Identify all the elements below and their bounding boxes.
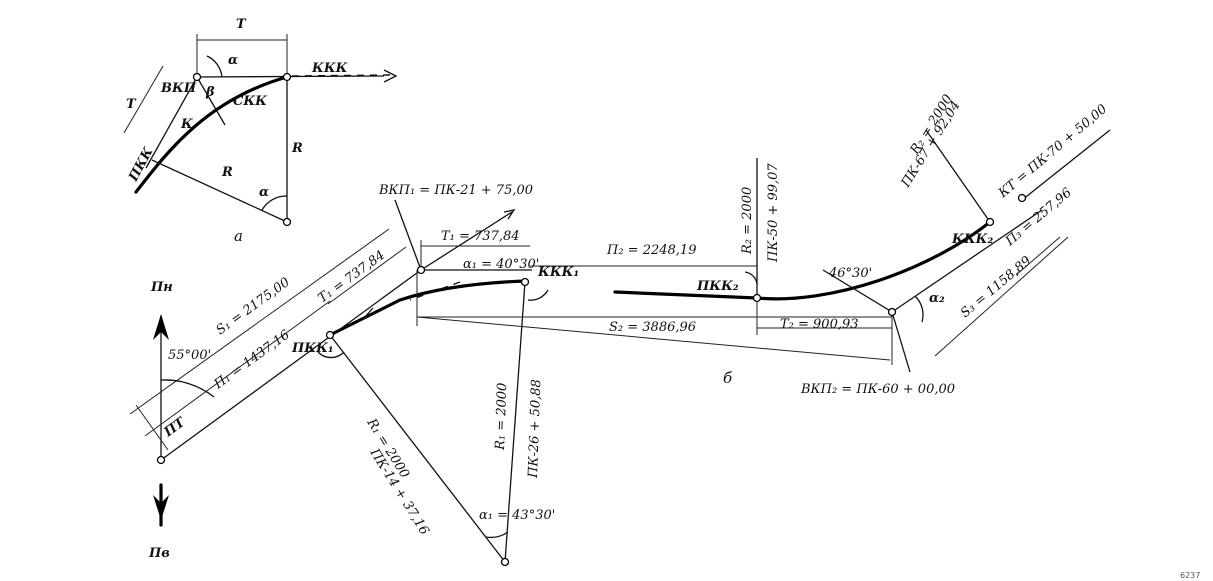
arrow-icon-ext (503, 209, 516, 220)
dim-T-side (123, 65, 164, 134)
vkp1-point (416, 265, 426, 275)
tangent-2-thick (613, 290, 759, 300)
corner-mark: 6237 (1180, 571, 1200, 580)
tangent-3 (891, 209, 1043, 313)
pkk1-point (325, 330, 335, 340)
label-T-side: T (126, 97, 137, 112)
radius-diagonal (151, 159, 288, 223)
kt-leader (1021, 129, 1111, 201)
right-angle-pkk1 (317, 351, 345, 359)
pkk2-point (752, 293, 762, 303)
dim-s3 (934, 236, 1069, 357)
dim-p3 (1015, 236, 1061, 276)
label-beta: β (205, 85, 215, 100)
label-vkp1: ВКП₁ = ПК-21 + 75,00 (378, 183, 533, 198)
dim-p1 (144, 300, 331, 437)
right-angle-pkk2 (744, 271, 758, 285)
dim-s1 (129, 228, 390, 415)
center1-point (500, 557, 510, 567)
label-t2: T₂ = 900,93 (780, 317, 859, 332)
label-angle-55: 55°00' (168, 348, 211, 363)
label-kkk2: ККК₂ (951, 232, 993, 247)
right-angle-kkk1 (527, 289, 549, 301)
direction-arrow (383, 69, 398, 83)
kkk2-point (985, 217, 995, 227)
label-pk50: ПК-50 + 99,07 (766, 163, 781, 263)
label-p2: П₂ = 2248,19 (606, 243, 696, 258)
vkp-point (192, 72, 202, 82)
curve-a (134, 75, 289, 194)
label-angle-46: 46°30' (828, 266, 872, 281)
label-s2: S₂ = 3886,96 (609, 320, 696, 335)
label-s3: S₃ = 1158,89 (958, 254, 1034, 321)
caption-a: а (234, 227, 243, 245)
label-kkk1: ККК₁ (537, 265, 579, 280)
radius-r1-left (329, 334, 506, 563)
diagram-a: T α ВКП β ККК СКК К T R ПКК R α а (123, 17, 398, 245)
vkp1-leader (394, 199, 422, 271)
dim-s1-end (135, 404, 169, 451)
tangent-line-left (145, 76, 198, 169)
label-K: К (180, 117, 193, 132)
label-pk26: ПК-26 + 50,88 (526, 379, 544, 479)
dash-arrow-1 (363, 307, 377, 319)
dim-t1-small (327, 246, 407, 305)
label-R-vertical: R (291, 141, 303, 156)
label-pkk1: ПКК₁ (291, 341, 334, 356)
label-alpha1-top: α₁ = 40°30' (463, 257, 539, 272)
angle-arc-43 (485, 531, 509, 539)
label-skk: СКК (233, 94, 267, 109)
caption-b: б (723, 369, 733, 387)
radius-r2 (925, 129, 991, 223)
kkk-point (282, 72, 292, 82)
label-R-diagonal: R (221, 165, 233, 180)
curve-2 (755, 220, 992, 301)
label-t1: T₁ = 737,84 (441, 229, 520, 244)
extension-dashes (291, 74, 391, 77)
curve-1 (328, 279, 527, 337)
label-vkp: ВКП (160, 81, 197, 96)
angle-arc-center (261, 195, 288, 211)
pt-point (156, 455, 166, 465)
label-pv: Пв (148, 546, 170, 561)
label-alpha1-bottom: α₁ = 43°30' (479, 508, 555, 523)
diagram-b: Пн Пв ПТ 55°00' S₁ = 2175,00 П₁ = 1437,1… (129, 92, 1200, 580)
label-kt: КТ = ПК-70 + 50,00 (995, 102, 1110, 202)
vkp2-point (887, 307, 897, 317)
tangent-1-extension (420, 211, 513, 271)
label-r2-pkk2: R₂ = 2000 (740, 187, 755, 255)
north-arrow-icon (153, 314, 169, 340)
label-alpha-center: α (259, 185, 269, 200)
angle-arc-alpha (206, 55, 223, 78)
angle-arc-55 (160, 379, 215, 398)
label-t1-small: T₁ = 737,84 (316, 248, 388, 306)
label-T: T (236, 17, 247, 32)
kkk1-point (520, 277, 530, 287)
label-vkp2: ВКП₂ = ПК-60 + 00,00 (800, 382, 955, 397)
bisector-line (196, 76, 226, 126)
label-kkk: ККК (311, 61, 348, 76)
direction-dash-1 (409, 281, 461, 301)
angle-arc-alpha2 (914, 295, 924, 323)
label-alpha: α (228, 53, 238, 68)
label-r1: R₁ = 2000 (493, 382, 510, 451)
tangent-1 (160, 269, 422, 461)
label-pn: Пн (150, 280, 173, 295)
radius-r1-right (504, 281, 526, 563)
label-alpha2: α₂ (929, 291, 945, 306)
line-46 (822, 269, 893, 313)
dim-s2-slope (416, 316, 891, 361)
label-pkk2: ПКК₂ (696, 279, 739, 294)
kt-point (1017, 193, 1027, 203)
label-pt: ПТ (161, 414, 189, 440)
vkp2-leader (891, 311, 911, 373)
center-point-a (282, 217, 292, 227)
label-pkk: ПКК (126, 145, 157, 185)
